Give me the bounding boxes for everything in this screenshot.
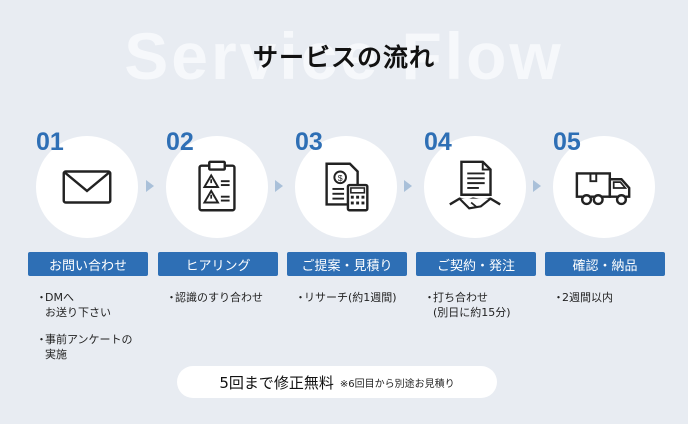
list-item: ・ 事前アンケートの 実施 [36,333,133,361]
page-title: サービスの流れ [252,43,435,72]
document-calculator-icon: $ [325,162,369,212]
svg-text:$: $ [338,173,343,183]
list-item: ・ DMへ お送り下さい [36,291,111,319]
step-icon-circle: $ [295,136,397,238]
step-icon-circle [424,136,526,238]
step-number: 01 [36,128,64,156]
step-description: ・ 認識のすり合わせ [166,290,292,317]
step-description: ・ 2週間以内 [553,290,679,317]
step-description: ・ 打ち合わせ (別日に約15分) [424,290,550,332]
step-number: 04 [424,128,452,156]
step-icon-circle [36,136,138,238]
step-icon-circle [166,136,268,238]
note-main-text: 5回まで修正無料 [219,373,334,392]
step-number: 05 [553,128,581,156]
step-label: 確認・納品 [545,252,665,276]
revision-note-badge: 5回まで修正無料 ※6回目から別途お見積り [177,366,497,398]
list-item: ・ 2週間以内 [553,291,613,304]
step-label: ご契約・発注 [416,252,536,276]
step-label: ご提案・見積り [287,252,407,276]
contract-handshake-icon [449,160,501,210]
envelope-icon [62,170,112,204]
list-item: ・ 打ち合わせ (別日に約15分) [424,291,511,319]
step-label: ヒアリング [158,252,278,276]
step-description: ・ DMへ お送り下さい ・ 事前アンケートの 実施 [36,290,162,374]
note-sub-text: ※6回目から別途お見積り [339,378,455,390]
delivery-truck-icon [575,172,631,206]
step-icon-circle [553,136,655,238]
step-number: 02 [166,128,194,156]
flow-arrow-icon [146,180,154,192]
flow-arrow-icon [404,180,412,192]
step-description: ・ リサーチ(約1週間) [295,290,421,317]
flow-arrow-icon [275,180,283,192]
step-label: お問い合わせ [28,252,148,276]
list-item: ・ 認識のすり合わせ [166,291,263,304]
background-watermark-text: Service Flow [124,19,564,93]
clipboard-warning-icon [198,160,236,212]
flow-arrow-icon [533,180,541,192]
step-number: 03 [295,128,323,156]
list-item: ・ リサーチ(約1週間) [295,291,397,304]
